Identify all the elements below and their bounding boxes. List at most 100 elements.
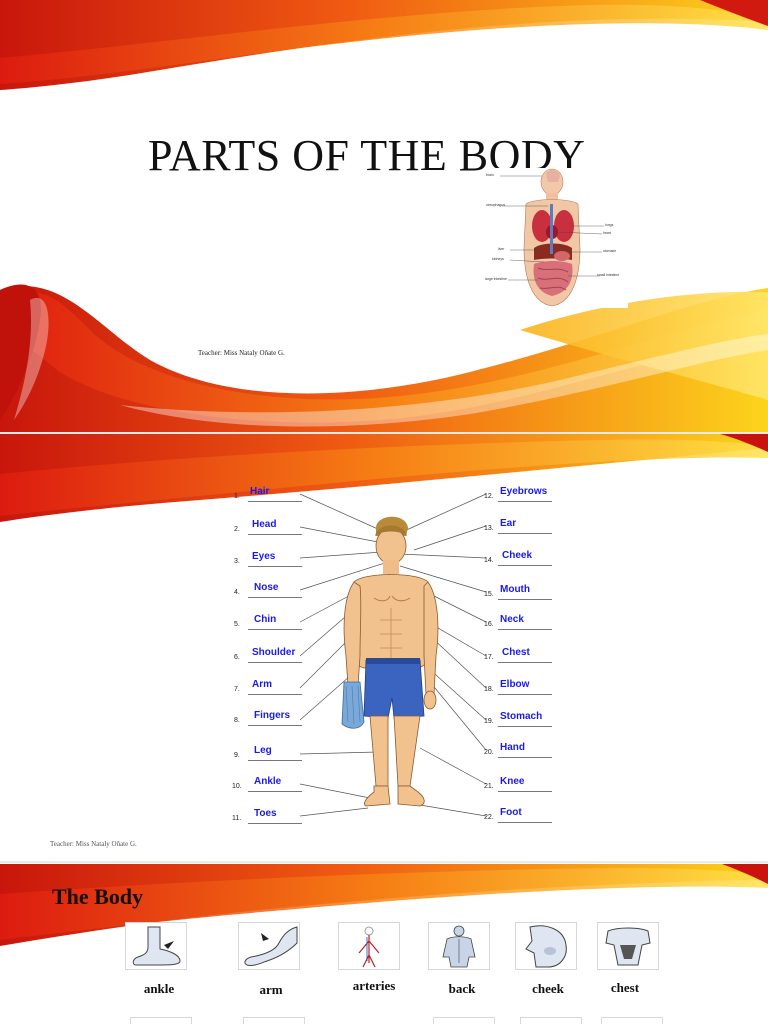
- body-part-label: Shoulder: [252, 647, 296, 658]
- item-number: 4.: [234, 589, 240, 596]
- item-number: 7.: [234, 686, 240, 693]
- item-number: 13.: [484, 525, 494, 532]
- item-number: 14.: [484, 557, 494, 564]
- body-part-label: Leg: [254, 745, 272, 756]
- body-part-label: Foot: [500, 807, 522, 818]
- flame-swoosh-background: [0, 864, 768, 946]
- item-number: 11.: [232, 815, 242, 822]
- vocab-label: back: [448, 981, 476, 996]
- answer-line: [498, 694, 552, 695]
- body-parts-worksheet-slide[interactable]: 1. Hair 2. Head 3. Eyes 4. Nose 5. Chin …: [0, 434, 768, 860]
- vocab-card-partial[interactable]: [520, 1017, 582, 1024]
- chest-icon: [605, 927, 651, 966]
- vocab-card-partial[interactable]: [433, 1017, 495, 1024]
- answer-line: [498, 757, 552, 758]
- answer-line: [498, 501, 552, 502]
- vocab-card-arteries[interactable]: [338, 922, 400, 970]
- vocab-card-chest[interactable]: [597, 922, 659, 970]
- diagram-label: heart: [603, 231, 611, 235]
- body-part-label: Neck: [500, 614, 524, 625]
- item-number: 19.: [484, 718, 494, 725]
- title-slide[interactable]: PARTS OF THE BODY brain oesopha: [0, 0, 768, 432]
- diagram-label: large intestine: [485, 277, 507, 281]
- internal-organs-illustration: [500, 168, 604, 307]
- diagram-label: brain: [486, 173, 494, 177]
- answer-line: [248, 501, 302, 502]
- diagram-label: liver: [498, 247, 505, 251]
- vocab-card-ankle[interactable]: [125, 922, 187, 970]
- teacher-credit: Teacher: Miss Nataly Oñate G.: [198, 349, 285, 357]
- body-part-label: Hair: [250, 486, 270, 497]
- arteries-icon: [358, 926, 380, 968]
- diagram-label: small intestine: [597, 273, 620, 277]
- diagram-label: oesophagus: [486, 203, 506, 207]
- answer-line: [498, 726, 552, 727]
- body-vocabulary-slide[interactable]: The Body: [0, 864, 768, 1024]
- item-number: 15.: [484, 591, 494, 598]
- vocab-card-cheek[interactable]: [515, 922, 577, 970]
- body-part-label: Cheek: [502, 550, 533, 561]
- item-number: 22.: [484, 814, 494, 821]
- back-icon: [442, 925, 476, 968]
- vocab-card-back[interactable]: [428, 922, 490, 970]
- answer-line: [248, 760, 302, 761]
- body-part-label: Fingers: [254, 710, 291, 721]
- slide-title: The Body: [52, 884, 144, 909]
- body-part-label: Stomach: [500, 711, 543, 722]
- item-number: 2.: [234, 526, 240, 533]
- diagram-label: stomach: [603, 249, 617, 253]
- body-part-label: Ankle: [254, 776, 282, 787]
- body-part-label: Chest: [502, 647, 530, 658]
- body-part-label: Knee: [500, 776, 525, 787]
- vocab-label: arm: [259, 982, 283, 997]
- answer-line: [498, 791, 552, 792]
- flame-swoosh-background: [0, 0, 768, 432]
- answer-line: [498, 565, 552, 566]
- item-number: 12.: [484, 493, 494, 500]
- item-number: 6.: [234, 654, 240, 661]
- answer-line: [248, 629, 302, 630]
- vocab-card-partial[interactable]: [243, 1017, 305, 1024]
- teacher-credit: Teacher: Miss Nataly Oñate G.: [50, 840, 137, 848]
- item-number: 18.: [484, 686, 494, 693]
- vocab-label: chest: [610, 980, 640, 995]
- answer-line: [498, 533, 552, 534]
- cheek-icon: [525, 925, 567, 968]
- item-number: 16.: [484, 621, 494, 628]
- man-figure-illustration: [299, 493, 487, 817]
- body-part-label: Chin: [254, 614, 277, 625]
- item-number: 10.: [232, 783, 242, 790]
- item-number: 8.: [234, 717, 240, 724]
- item-number: 5.: [234, 621, 240, 628]
- slide-divider: [0, 861, 768, 863]
- answer-line: [248, 597, 302, 598]
- item-number: 1.: [234, 493, 240, 500]
- item-number: 3.: [234, 558, 240, 565]
- vocab-label: cheek: [532, 981, 564, 996]
- body-part-label: Hand: [500, 742, 525, 753]
- vocab-card-arm[interactable]: [238, 922, 300, 970]
- vocab-card-partial[interactable]: [130, 1017, 192, 1024]
- vocab-card-partial[interactable]: [601, 1017, 663, 1024]
- arm-icon: [244, 926, 298, 966]
- item-number: 9.: [234, 752, 240, 759]
- item-number: 17.: [484, 654, 494, 661]
- item-number: 20.: [484, 749, 494, 756]
- answer-line: [498, 599, 552, 600]
- answer-line: [248, 694, 302, 695]
- diagram-label: kidneys: [492, 257, 504, 261]
- answer-line: [248, 566, 302, 567]
- worksheet: 1. Hair 2. Head 3. Eyes 4. Nose 5. Chin …: [230, 486, 560, 834]
- body-part-label: Eyebrows: [500, 486, 548, 497]
- man-figure: [341, 516, 439, 807]
- answer-line: [498, 822, 552, 823]
- answer-line: [498, 662, 552, 663]
- body-part-label: Head: [252, 519, 277, 530]
- answer-line: [248, 662, 302, 663]
- body-part-label: Elbow: [500, 679, 530, 690]
- answer-line: [248, 534, 302, 535]
- body-part-label: Ear: [500, 518, 517, 529]
- body-part-label: Nose: [254, 582, 279, 593]
- answer-line: [498, 629, 552, 630]
- slide-divider: [0, 432, 768, 434]
